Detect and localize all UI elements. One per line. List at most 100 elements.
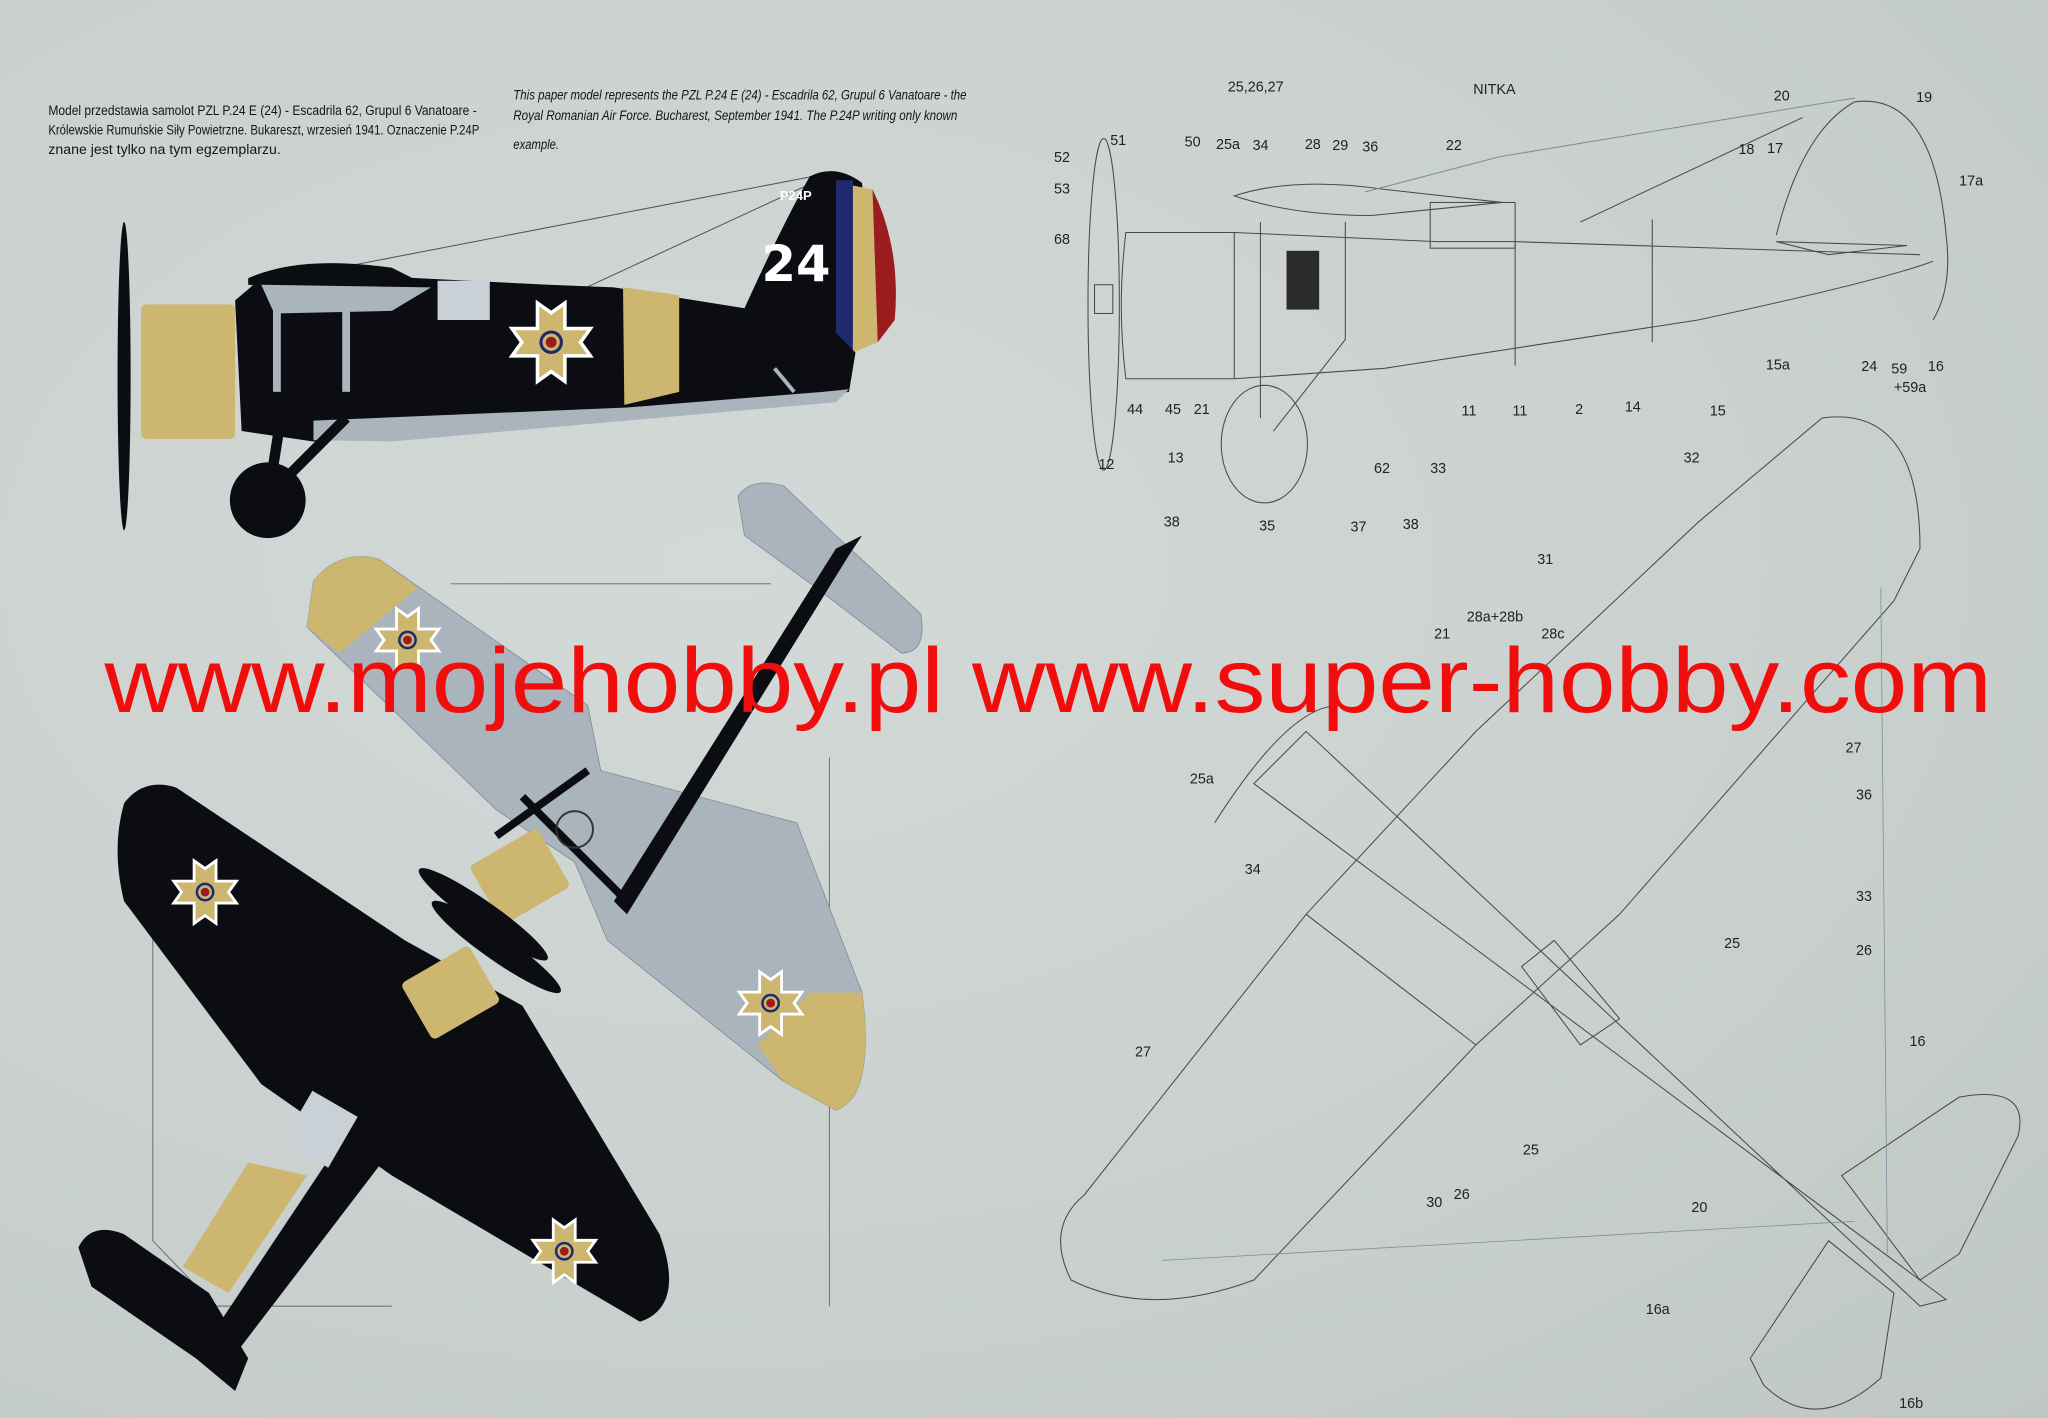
part-number-label: 19 xyxy=(1916,90,1932,106)
part-number-label: 13 xyxy=(1168,450,1184,466)
caption-en-line: example. xyxy=(513,137,559,152)
part-number-label: 25a xyxy=(1216,137,1240,153)
propeller xyxy=(117,222,131,531)
part-number-label: 25 xyxy=(1523,1143,1539,1159)
part-number-label: 44 xyxy=(1127,402,1143,418)
tail-code: P24P xyxy=(780,188,812,203)
part-number-label: 15 xyxy=(1710,403,1726,419)
part-number-label: 12 xyxy=(1098,457,1114,473)
caption-pl-line: znane jest tylko na tym egzemplarzu. xyxy=(48,142,280,157)
rudder-red-stripe xyxy=(872,189,896,343)
wing-tip-yellow xyxy=(306,556,418,654)
part-number-label: 26 xyxy=(1856,943,1872,959)
part-number-label: 53 xyxy=(1054,181,1070,197)
engine-cowling-top xyxy=(402,946,499,1039)
part-number-label: 27 xyxy=(1135,1045,1151,1061)
part-number-label: 18 xyxy=(1738,142,1754,158)
part-number-label: 17a xyxy=(1959,173,1983,189)
caption-en-line: Royal Romanian Air Force. Bucharest, Sep… xyxy=(513,108,957,123)
caption-en-line: This paper model represents the PZL P.24… xyxy=(513,87,967,102)
part-number-label: 33 xyxy=(1430,461,1446,477)
part-number-label: 38 xyxy=(1403,517,1419,533)
part-number-label: 11 xyxy=(1462,403,1477,419)
part-number-label: 25 xyxy=(1724,936,1740,952)
wing-strut xyxy=(342,310,351,392)
caption-pl-line: Królewskie Rumuńskie Siły Powietrzne. Bu… xyxy=(48,123,479,138)
engine-cowling-underside xyxy=(470,829,569,924)
part-number-label: 59 xyxy=(1891,362,1907,378)
part-number-label: 29 xyxy=(1332,138,1348,154)
part-number-label: 45 xyxy=(1165,402,1181,418)
aircraft-number: 24 xyxy=(761,235,830,293)
part-number-label: 20 xyxy=(1774,89,1790,105)
part-number-label: 33 xyxy=(1856,889,1872,905)
cockpit-canopy xyxy=(283,1090,358,1168)
part-number-label: 26 xyxy=(1454,1187,1470,1203)
part-number-label: 22 xyxy=(1446,138,1462,154)
part-number-label: 34 xyxy=(1253,138,1269,154)
part-number-label: +59a xyxy=(1894,380,1926,396)
watermark: www.mojehobby.pl www.super-hobby.com xyxy=(103,630,1991,732)
part-number-label: 16b xyxy=(1899,1396,1923,1412)
engine-grille xyxy=(1286,250,1320,310)
part-number-label: 36 xyxy=(1362,140,1378,156)
part-number-label: 32 xyxy=(1684,450,1700,466)
part-number-label: 21 xyxy=(1194,402,1210,418)
underside-assembly-diagram xyxy=(1060,416,2021,1410)
rudder-blue-stripe xyxy=(835,180,853,353)
cockpit-window xyxy=(437,280,490,320)
part-number-label: 16 xyxy=(1910,1034,1926,1050)
part-number-label: 24 xyxy=(1861,359,1877,375)
part-number-label: 25,26,27 xyxy=(1228,79,1284,95)
caption-polish: Model przedstawia samolot PZL P.24 E (24… xyxy=(48,103,479,157)
tail-top xyxy=(78,1229,249,1392)
rudder-yellow-stripe xyxy=(852,185,878,353)
part-number-label: 2 xyxy=(1575,402,1583,418)
fuselage-top xyxy=(195,992,471,1372)
part-number-label: 28a+28b xyxy=(1467,610,1523,626)
engine-cowling xyxy=(141,304,236,439)
part-number-label: 16 xyxy=(1928,359,1944,375)
side-diagram-labels: 25,26,27 NITKA 20 19 52 51 50 25a 34 28 29 36 22 18 17… xyxy=(1054,79,1983,535)
underside-view-aircraft xyxy=(306,482,923,1307)
wing-upper-black xyxy=(117,784,670,1322)
part-number-label: 21 xyxy=(1434,627,1450,643)
part-number-label: 31 xyxy=(1537,552,1553,568)
part-number-label: 52 xyxy=(1054,150,1070,166)
part-number-label: 68 xyxy=(1054,232,1070,248)
part-number-label: 27 xyxy=(1846,740,1862,756)
part-number-label: 15a xyxy=(1766,358,1790,374)
part-number-label: 38 xyxy=(1164,514,1180,530)
fuselage-underside xyxy=(613,535,863,915)
part-number-label: 36 xyxy=(1856,787,1872,803)
part-number-label: NITKA xyxy=(1473,82,1516,98)
part-number-label: 25a xyxy=(1190,772,1214,788)
part-number-label: 28 xyxy=(1305,137,1321,153)
part-number-label: 35 xyxy=(1259,518,1275,534)
part-number-label: 30 xyxy=(1426,1195,1442,1211)
part-number-label: 14 xyxy=(1625,399,1641,415)
part-number-label: 20 xyxy=(1691,1200,1707,1216)
part-number-label: 51 xyxy=(1110,133,1126,149)
part-number-label: 62 xyxy=(1374,461,1390,477)
belly-panel xyxy=(313,389,849,442)
part-number-label: 28c xyxy=(1541,627,1564,643)
caption-english: This paper model represents the PZL P.24… xyxy=(513,87,967,152)
fuselage-band-yellow xyxy=(182,1162,307,1294)
part-number-label: 50 xyxy=(1185,134,1201,150)
wing-tip-yellow xyxy=(757,992,866,1111)
side-view-aircraft: P24P 24 xyxy=(117,171,896,539)
part-number-label: 16a xyxy=(1646,1302,1670,1318)
part-number-label: 17 xyxy=(1767,141,1783,157)
wheel xyxy=(229,462,306,539)
top-view-aircraft xyxy=(78,784,670,1392)
wing-upper xyxy=(248,263,432,290)
side-assembly-diagram xyxy=(1087,97,1949,504)
caption-pl-line: Model przedstawia samolot PZL P.24 E (24… xyxy=(48,103,476,118)
fuselage-yellow-band xyxy=(623,287,680,405)
part-number-label: 37 xyxy=(1351,520,1367,536)
wing-underside xyxy=(261,284,432,314)
